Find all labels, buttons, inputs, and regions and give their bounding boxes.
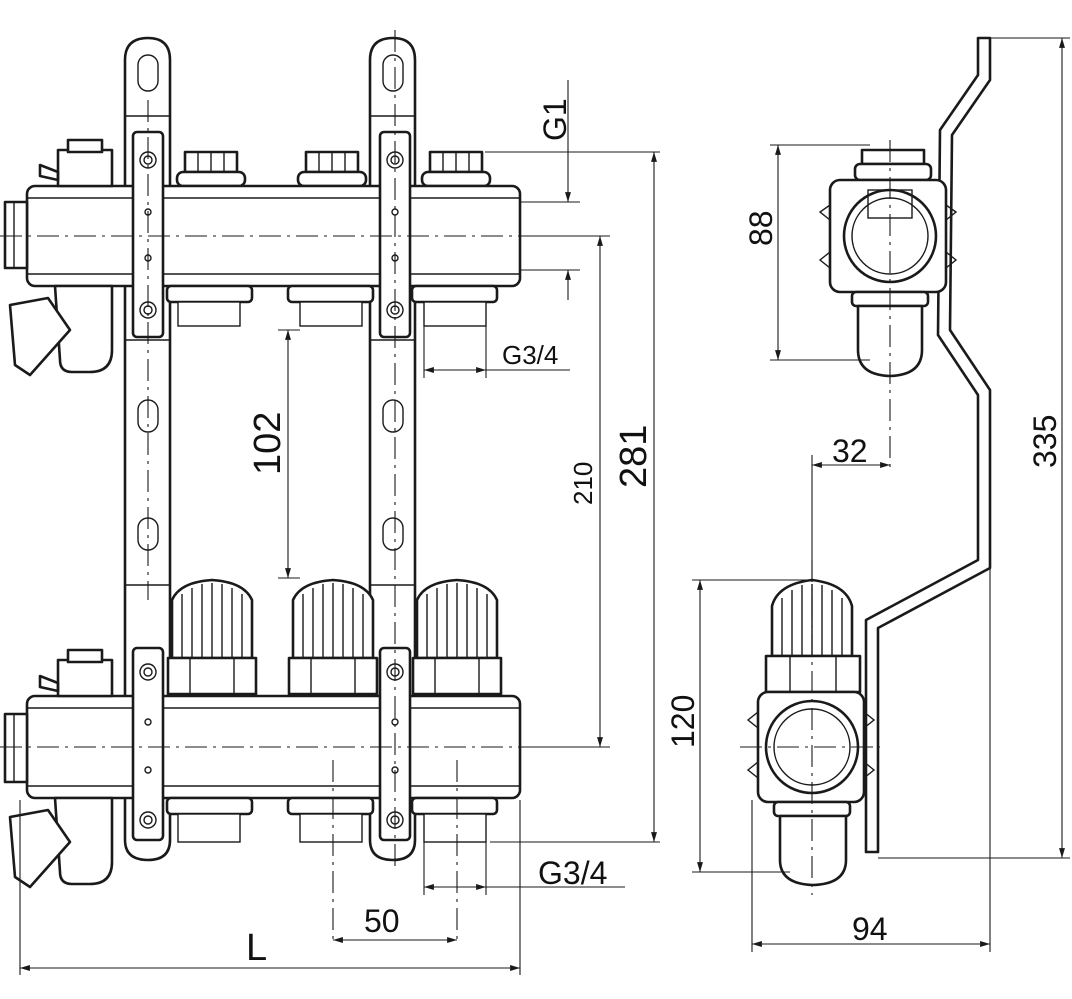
label-120: 120	[665, 695, 701, 748]
top-outlet-connectors	[165, 284, 499, 327]
clamp-bottom-left	[131, 646, 165, 842]
side-bottom-valve	[740, 560, 880, 895]
label-g34-bottom: G3/4	[538, 855, 607, 891]
top-drain-valve	[8, 284, 114, 377]
front-center-lines	[0, 30, 545, 945]
top-outlet-caps	[175, 150, 492, 188]
label-102: 102	[247, 412, 289, 475]
label-281: 281	[613, 425, 655, 488]
label-94: 94	[852, 911, 888, 947]
bottom-valve-caps	[166, 578, 503, 696]
label-32: 32	[832, 433, 868, 469]
label-88: 88	[743, 210, 779, 246]
front-view	[0, 30, 660, 975]
bottom-drain-valve	[8, 796, 114, 889]
mounting-bracket-right	[368, 36, 417, 862]
dimension-labels: G1 G3/4 102 210 281 G3/4 50 L 88 32 335 …	[246, 98, 1063, 969]
bottom-outlet-connectors	[165, 796, 499, 843]
label-g1: G1	[537, 98, 573, 141]
label-g34-top: G3/4	[502, 340, 558, 370]
label-335: 335	[1027, 415, 1063, 468]
label-210: 210	[568, 462, 598, 505]
bottom-air-vent	[38, 648, 114, 698]
label-50: 50	[364, 903, 400, 939]
side-top-valve	[818, 140, 958, 470]
front-dimensions	[19, 80, 660, 975]
side-view	[692, 36, 1070, 952]
side-dimensions	[692, 37, 1070, 952]
top-air-vent	[38, 138, 114, 188]
label-length: L	[246, 927, 267, 969]
